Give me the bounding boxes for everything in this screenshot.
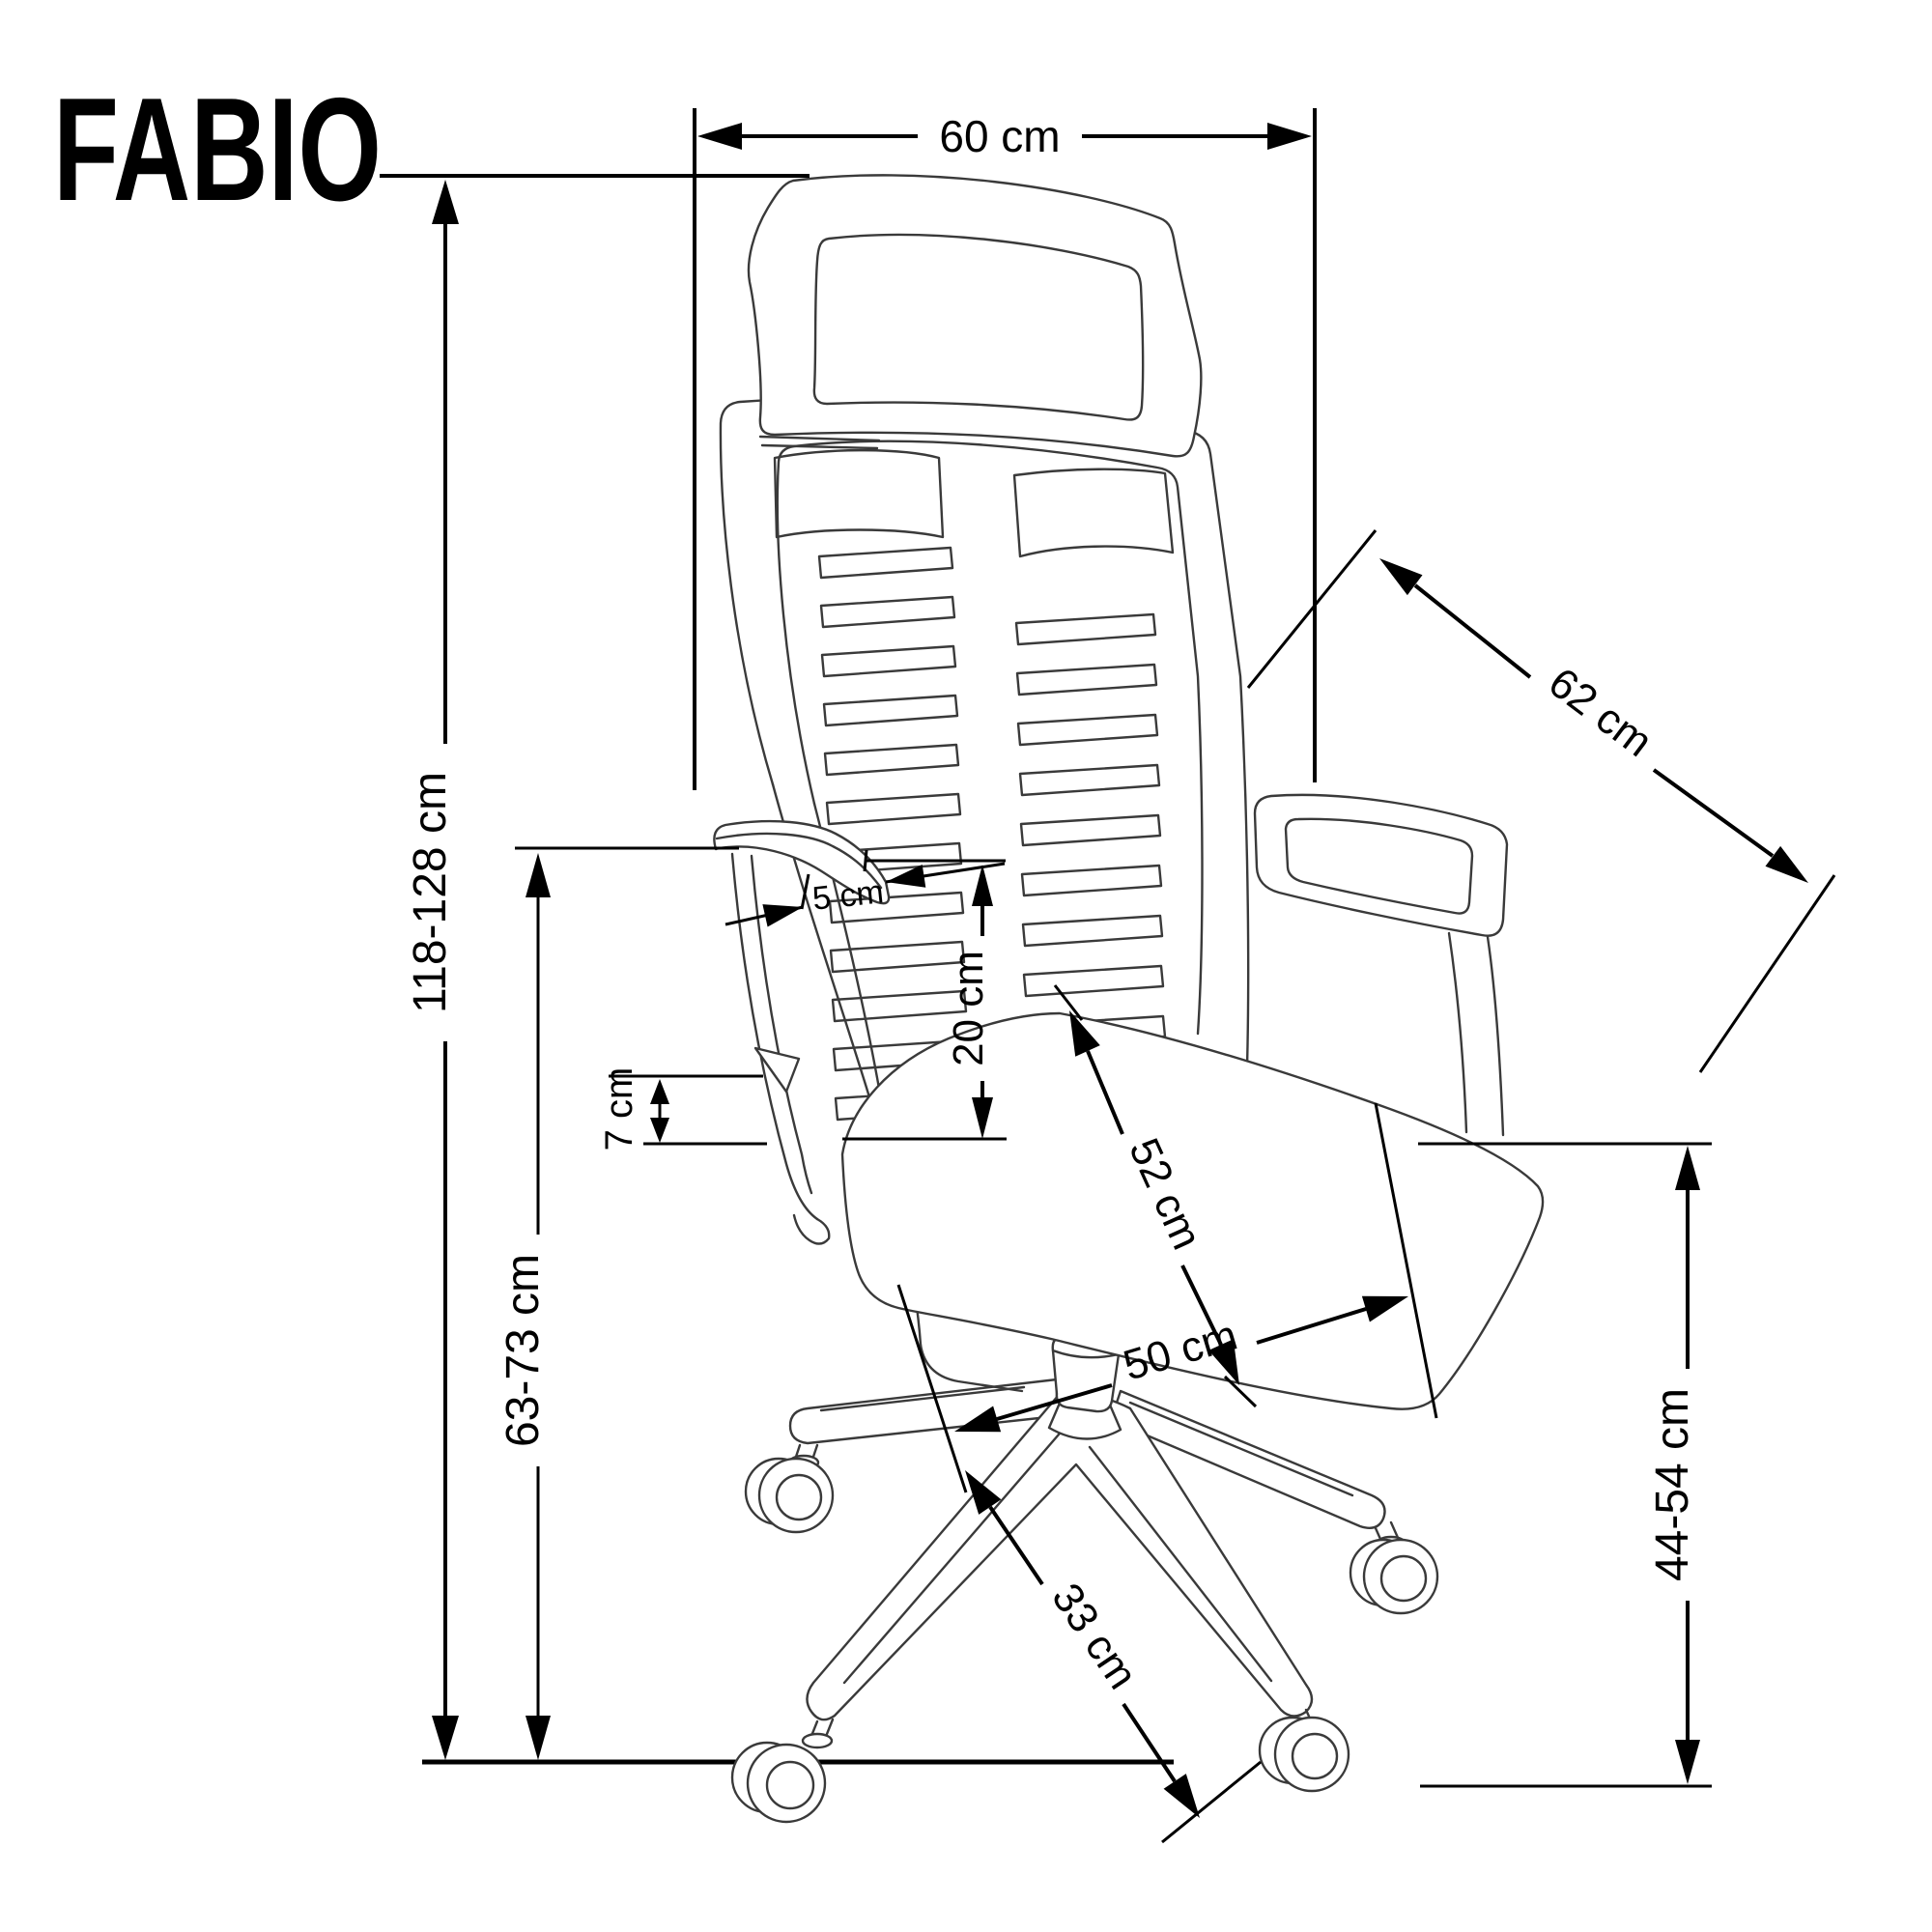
backrest-frame-inner (776, 440, 1204, 1036)
arrowhead-up (972, 865, 993, 906)
dim-armrest-gap: 5 cm (724, 862, 1006, 927)
base-legs-front-contour (842, 1426, 1273, 1685)
caster-front-right (1258, 1708, 1350, 1793)
base-leg-back-right (1109, 1389, 1386, 1529)
arrowhead-down (1163, 1774, 1200, 1818)
dim-backrest-diagonal-ticks (1246, 529, 1836, 1073)
arrowhead-up (432, 180, 459, 224)
headrest-outer (747, 174, 1203, 458)
headrest-bracket (758, 435, 881, 450)
armrest-left-support (730, 852, 819, 1221)
dim-armrest-height: 63-73 cm (497, 846, 739, 1760)
caster-front-left (730, 1718, 835, 1824)
dim-seat-depth-line (996, 1307, 1367, 1421)
armrest-right (1253, 793, 1509, 1137)
mesh-opening-right (1012, 468, 1175, 558)
armrest-left-foot (792, 1213, 831, 1245)
dim-top-width: 60 cm (693, 108, 1317, 790)
caster-back-right (1349, 1520, 1439, 1615)
arrowhead-up (965, 1470, 1002, 1515)
dim-armrest-pad-label: 7 cm (598, 1067, 640, 1151)
arrowhead-down (1208, 1339, 1239, 1385)
headrest-inner (812, 233, 1145, 421)
dim-seat-height: 44-54 cm (1418, 1142, 1712, 1788)
arrowhead-down (650, 1118, 669, 1143)
dim-seat-diagonal-ticks (1053, 984, 1258, 1408)
armrest-right-support (1447, 931, 1505, 1137)
dim-base-leg-line (988, 1505, 1177, 1783)
gas-lift-cap (1051, 1349, 1121, 1359)
arrowhead-up (1379, 558, 1423, 596)
dim-backrest-diagonal-label: 62 cm (1540, 659, 1661, 766)
dim-armrest-gap-tick (800, 873, 810, 910)
page-title: FABIO (53, 68, 382, 232)
arrowhead-down (1765, 845, 1808, 883)
base-leg-back-left-contour (819, 1385, 1026, 1412)
arrowhead-left (886, 865, 926, 888)
annotations: 60 cm 118-128 cm 63-73 cm 7 cm (380, 108, 1836, 1844)
caster-back-left (744, 1443, 835, 1534)
dim-top-width-extensions (693, 108, 1317, 790)
armrest-left-pad-edge (715, 832, 883, 890)
dim-seat-height-label: 44-54 cm (1647, 1388, 1698, 1581)
dim-overall-height-label: 118-128 cm (405, 772, 456, 1013)
armrest-right-inner (1284, 817, 1474, 915)
arrowhead-down (526, 1716, 551, 1760)
dim-base-leg-tick (1161, 1760, 1262, 1844)
arrowhead-up (650, 1079, 669, 1104)
dim-backrest-armrest-references (842, 849, 1007, 1141)
arrowhead-down (432, 1716, 459, 1760)
armrest-left-bracket (753, 1046, 801, 1094)
arrowhead-up (1069, 1010, 1100, 1057)
dim-armrest-gap-label: 5 cm (810, 873, 885, 917)
dim-armrest-pad-references (609, 1074, 767, 1146)
dim-backrest-armrest: 20 cm (842, 849, 1007, 1141)
dim-top-width-label: 60 cm (939, 111, 1060, 161)
headrest (747, 174, 1203, 458)
seat-mechanism (919, 1343, 1024, 1393)
dim-backrest-diagonal-line (1413, 583, 1775, 858)
dim-seat-height-references (1418, 1142, 1712, 1788)
arrowhead-left (697, 123, 742, 150)
dim-seat-diagonal-line (1086, 1050, 1223, 1346)
arrowhead-right (1361, 1295, 1408, 1322)
dim-backrest-armrest-label: 20 cm (945, 951, 992, 1066)
arrowhead-up (526, 853, 551, 897)
arrowhead-right (1267, 123, 1312, 150)
arrowhead-down (972, 1097, 993, 1139)
dim-base-leg-label: 33 cm (1042, 1576, 1147, 1698)
mesh-opening-left (773, 448, 945, 539)
arrowhead-up (1675, 1146, 1700, 1190)
arrowhead-down (1675, 1740, 1700, 1784)
dim-seat-depth-ticks (896, 1102, 1438, 1493)
chair-base (730, 1333, 1439, 1824)
base-leg-back-right-contour (1128, 1401, 1354, 1497)
dim-armrest-height-label: 63-73 cm (497, 1254, 549, 1447)
base-leg-back-left (788, 1378, 1059, 1445)
dim-overall-height: 118-128 cm (405, 180, 459, 1760)
armrest-left-pad (713, 819, 891, 905)
arrowhead-left (954, 1406, 1002, 1433)
dim-armrest-pad: 7 cm (598, 1067, 767, 1151)
base-legs-front (806, 1392, 1314, 1721)
armrest-left (713, 819, 891, 1245)
arrowhead-right (762, 904, 803, 927)
